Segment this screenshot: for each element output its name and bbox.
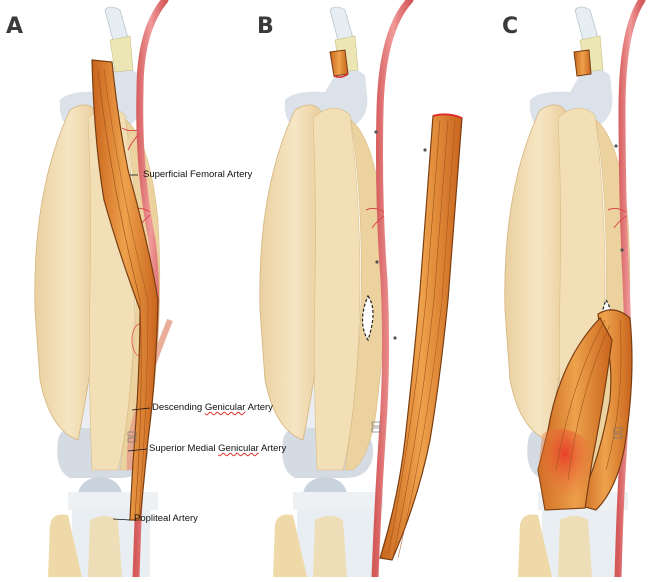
panel-letter-b: B	[257, 14, 274, 39]
panel-b	[259, 0, 463, 581]
panel-letter-c: C	[502, 14, 519, 39]
label-popliteal-artery: Popliteal Artery	[134, 513, 198, 524]
label-descending-genicular-artery: Descending Genicular Artery	[152, 402, 273, 413]
label-superior-medial-genicular-artery: Superior Medial Genicular Artery	[149, 443, 287, 454]
panel-letter-a: A	[6, 14, 24, 39]
panel-a	[34, 0, 173, 581]
label-superficial-femoral-artery: Superficial Femoral Artery	[143, 169, 253, 180]
panel-c	[504, 0, 646, 581]
